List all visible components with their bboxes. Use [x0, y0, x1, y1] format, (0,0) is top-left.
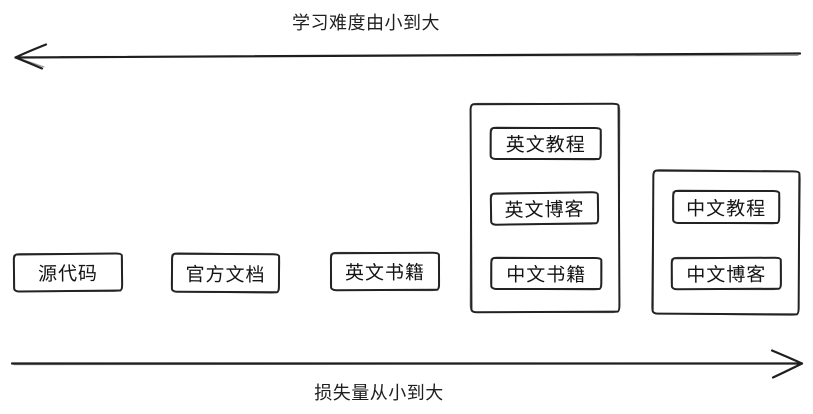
box-english-blogs: 英文博客 [489, 191, 600, 226]
box-source-code: 源代码 [12, 252, 124, 293]
box-chinese-tutorials: 中文教程 [672, 189, 781, 225]
box-chinese-books-label: 中文书籍 [506, 264, 587, 287]
box-chinese-tutorials-label: 中文教程 [686, 198, 767, 220]
bottom-axis-label: 损失量从小到大 [314, 383, 444, 403]
box-chinese-blogs-label: 中文博客 [686, 264, 767, 287]
box-english-books: 英文书籍 [329, 251, 441, 292]
box-official-docs: 官方文档 [170, 252, 281, 294]
group-box-english-and-chinese-books: 英文教程 英文博客 中文书籍 [469, 102, 621, 314]
top-axis-label: 学习难度由小到大 [292, 13, 440, 33]
right-arrow-icon [10, 349, 804, 379]
box-chinese-blogs: 中文博客 [670, 256, 782, 291]
box-source-code-label: 源代码 [37, 263, 99, 286]
box-english-blogs-label: 英文博客 [504, 199, 585, 222]
box-english-tutorials-label: 英文教程 [505, 134, 586, 157]
box-chinese-books: 中文书籍 [490, 256, 603, 291]
group-box-chinese-tutorials-and-blogs: 中文教程 中文博客 [651, 169, 801, 316]
box-official-docs-label: 官方文档 [185, 264, 266, 286]
box-english-tutorials: 英文教程 [489, 126, 602, 161]
box-english-books-label: 英文书籍 [344, 262, 426, 285]
left-arrow-icon [14, 43, 802, 70]
